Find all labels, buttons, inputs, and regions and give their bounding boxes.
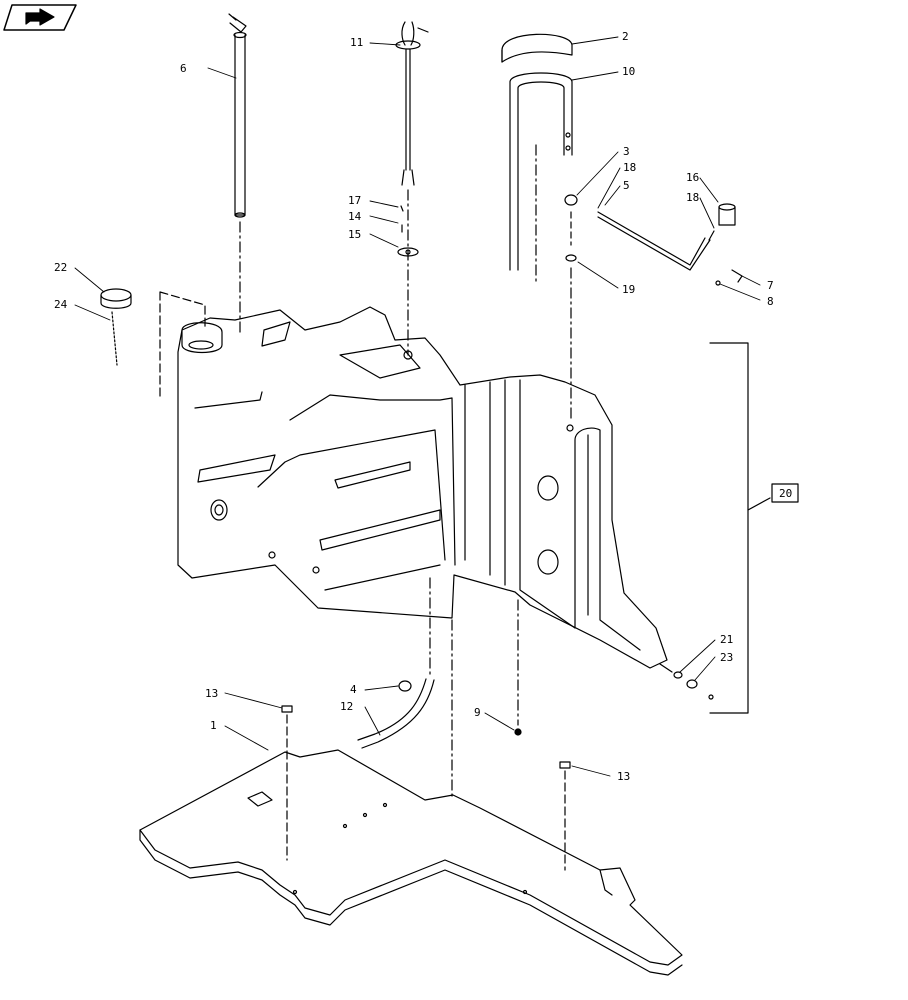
- callout-23: 23: [720, 651, 733, 664]
- part-13-bolt-right: [559, 761, 571, 871]
- part-1-mounting-plate: [139, 749, 683, 976]
- callout-10: 10: [622, 65, 635, 78]
- callout-17: 17: [348, 194, 361, 207]
- callout-8: 8: [767, 295, 774, 308]
- forward-arrow-icon[interactable]: [3, 4, 77, 31]
- callout-14: 14: [348, 210, 362, 223]
- callout-15: 15: [348, 228, 361, 241]
- part-12-hose: [357, 678, 435, 749]
- part-22-filler-cap: [100, 288, 132, 309]
- callout-9: 9: [474, 706, 481, 719]
- callout-6: 6: [180, 62, 187, 75]
- cap-alignment-line: [159, 291, 206, 401]
- callout-2: 2: [622, 30, 629, 43]
- callout-16: 16: [686, 171, 699, 184]
- callout-19: 19: [622, 283, 635, 296]
- part-19-washer: [565, 254, 577, 421]
- callout-12: 12: [340, 700, 353, 713]
- part-13-bolt-left: [281, 705, 293, 861]
- callout-13a: 13: [205, 687, 218, 700]
- part-20-assembly-bracket: [709, 342, 799, 714]
- callout-7: 7: [767, 279, 774, 292]
- leader-lines: [74, 36, 761, 777]
- callout-24: 24: [54, 298, 68, 311]
- part-11-fuel-level-sender: [395, 21, 429, 356]
- callout-3: 3: [623, 145, 630, 158]
- part-3-grommet: [564, 194, 578, 246]
- part-9-nut: [514, 599, 522, 736]
- part-5-breather-line: [597, 211, 711, 271]
- part-16-breather-cap: [708, 203, 736, 241]
- callout-5: 5: [623, 179, 630, 192]
- part-2-strap-cover: [501, 33, 573, 63]
- callout-4: 4: [350, 683, 357, 696]
- parts-14-15-17-hardware: [397, 205, 419, 257]
- part-24-cap-tether: [111, 311, 118, 366]
- callout-13b: 13: [617, 770, 630, 783]
- callout-22: 22: [54, 261, 67, 274]
- part-10-tank-strap: [509, 72, 573, 286]
- parts-7-8-clip: [715, 269, 743, 286]
- callout-1: 1: [210, 719, 217, 732]
- callout-21: 21: [720, 633, 733, 646]
- part-6-fuel-pickup-tube: [228, 13, 247, 336]
- callout-18a: 18: [623, 161, 636, 174]
- parts-21-23-drain-fittings: [659, 663, 714, 700]
- callout-20: 20: [779, 487, 792, 500]
- callout-18b: 18: [686, 191, 699, 204]
- part-4-hose-clamp: [398, 680, 412, 692]
- fuel-tank-body: [177, 306, 668, 669]
- callout-11: 11: [350, 36, 363, 49]
